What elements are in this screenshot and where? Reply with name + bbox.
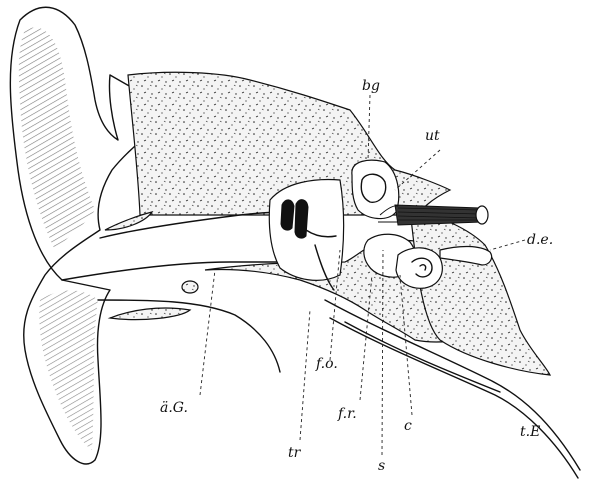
label-fr: f.r. (337, 406, 357, 422)
auricle (10, 7, 145, 464)
ossicle-anvil (295, 200, 308, 238)
label-bg: bg (362, 78, 380, 94)
label-tE: t.E (520, 424, 540, 440)
label-s: s (378, 458, 385, 474)
ossicle-hammer (281, 200, 294, 230)
label-c: c (404, 418, 412, 434)
label-aG: ä.G. (160, 400, 188, 416)
ear-canal (62, 212, 305, 372)
label-ut: ut (425, 128, 440, 144)
label-fo: f.o. (315, 356, 338, 372)
label-de: d.e. (527, 232, 553, 248)
label-tr: tr (288, 445, 302, 461)
